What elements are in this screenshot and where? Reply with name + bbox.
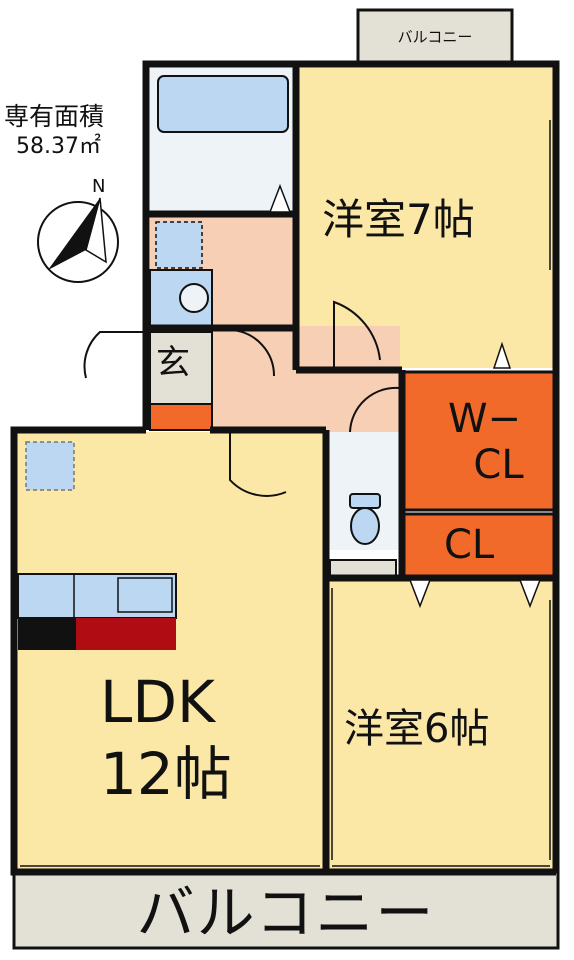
- top-balcony: [356, 8, 514, 68]
- ldk-label-line2: 12帖: [100, 740, 232, 808]
- floor-area-label: 専有面積 58.37㎡: [4, 104, 164, 160]
- western-room-6-label: 洋室6帖: [344, 706, 490, 752]
- kitchen-stove: [18, 618, 76, 650]
- walk-in-closet: [402, 370, 556, 512]
- north-arrow-icon: [37, 197, 119, 283]
- ldk-label-line1: LDK: [100, 668, 216, 736]
- bottom-balcony-label: バルコニー: [136, 879, 436, 947]
- kitchen-cabinet: [76, 618, 176, 650]
- area-value: 58.37㎡: [16, 134, 101, 159]
- entrance-label: 玄: [156, 343, 190, 383]
- toilet-floor: [329, 559, 397, 577]
- closet-label: CL: [444, 522, 495, 568]
- walk-in-closet-label: W− CL: [448, 396, 524, 488]
- toilet-bowl: [350, 507, 380, 545]
- walls: [10, 60, 560, 876]
- western-room-7-label: 洋室7帖: [322, 195, 475, 244]
- ldk-room: [14, 432, 326, 872]
- washer-pan: [155, 221, 203, 269]
- north-label: N: [92, 176, 106, 197]
- area-title: 専有面積: [4, 102, 105, 131]
- top-balcony-label: バルコニー: [397, 28, 473, 46]
- shoe-box: [149, 403, 213, 431]
- entrance-area: [149, 331, 213, 405]
- bathtub: [157, 75, 289, 133]
- ldk-dashed-box: [25, 441, 75, 491]
- toilet-tank: [349, 493, 381, 509]
- washbasin-bowl: [179, 283, 209, 313]
- bottom-balcony: [12, 870, 560, 950]
- kitchen-sink: [117, 577, 173, 613]
- western-room-7: [296, 68, 554, 368]
- western-room-6: [326, 578, 554, 872]
- corridor-lower: [230, 368, 400, 432]
